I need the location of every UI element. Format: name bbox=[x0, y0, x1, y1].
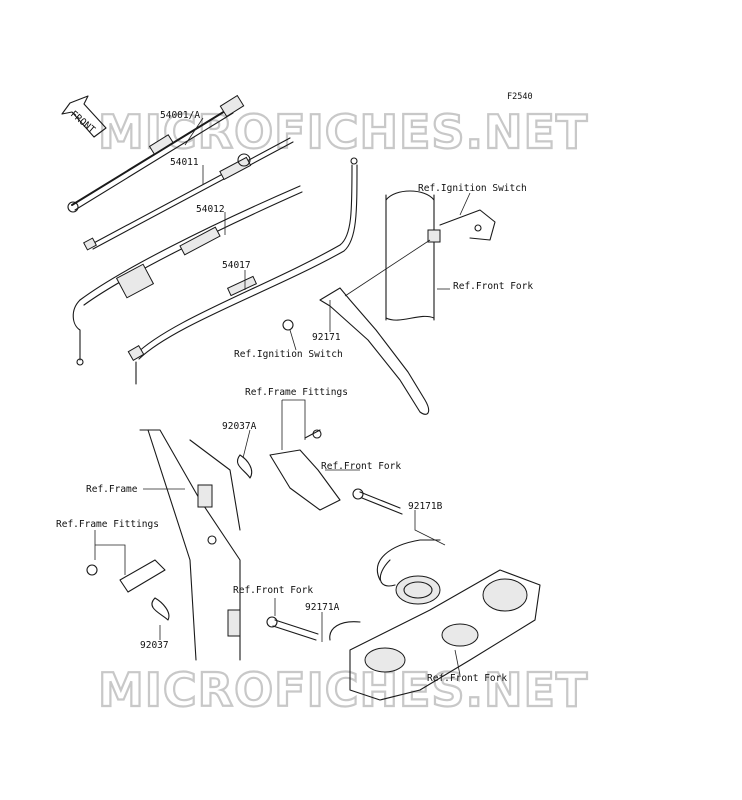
label-54012: 54012 bbox=[196, 204, 225, 215]
watermark-bottom: MICROFICHES.NET bbox=[98, 663, 588, 717]
ref-front-fork-bottom: Ref.Front Fork bbox=[427, 673, 507, 684]
ref-ignition-switch-top: Ref.Ignition Switch bbox=[418, 183, 527, 194]
triple-clamp bbox=[349, 559, 541, 701]
label-92171a: 92171A bbox=[305, 602, 340, 613]
label-92037a: 92037A bbox=[222, 421, 257, 432]
cable-54017 bbox=[127, 157, 358, 385]
cable-54012 bbox=[72, 185, 303, 366]
label-92171b: 92171B bbox=[408, 501, 443, 512]
clamp-92171a-wire bbox=[329, 621, 361, 641]
ref-front-fork-top: Ref.Front Fork bbox=[453, 281, 533, 292]
ref-front-fork-mid: Ref.Front Fork bbox=[321, 461, 401, 472]
label-54011: 54011 bbox=[170, 157, 199, 168]
bolt-92171b bbox=[352, 488, 403, 515]
clamp-92171-bracket bbox=[282, 239, 431, 415]
label-54001a: 54001/A bbox=[160, 110, 200, 121]
bolt-92171a bbox=[266, 616, 319, 641]
ref-front-fork-low: Ref.Front Fork bbox=[233, 585, 313, 596]
frame-member bbox=[139, 429, 241, 661]
ref-frame-fittings-mid: Ref.Frame Fittings bbox=[245, 387, 348, 398]
clamp-92171b-wire bbox=[377, 539, 441, 581]
diagram-code: F2540 bbox=[507, 92, 533, 102]
ignition-switch-bracket bbox=[427, 209, 496, 243]
throttle-cable-54001a bbox=[67, 94, 245, 213]
cable-54011 bbox=[83, 137, 294, 251]
front-fork-tube bbox=[385, 190, 435, 321]
label-92171: 92171 bbox=[312, 332, 341, 343]
label-92037: 92037 bbox=[140, 640, 169, 651]
frame-fittings-bracket-left bbox=[86, 559, 166, 593]
ref-ignition-switch-mid: Ref.Ignition Switch bbox=[234, 349, 343, 360]
frame-fittings-bracket-mid bbox=[269, 429, 341, 511]
clip-92037 bbox=[151, 597, 170, 621]
clip-92037a bbox=[236, 454, 253, 479]
ref-frame-fittings-left: Ref.Frame Fittings bbox=[56, 519, 159, 530]
ref-frame: Ref.Frame bbox=[86, 484, 138, 495]
label-54017: 54017 bbox=[222, 260, 251, 271]
watermark-top: MICROFICHES.NET bbox=[98, 105, 588, 159]
